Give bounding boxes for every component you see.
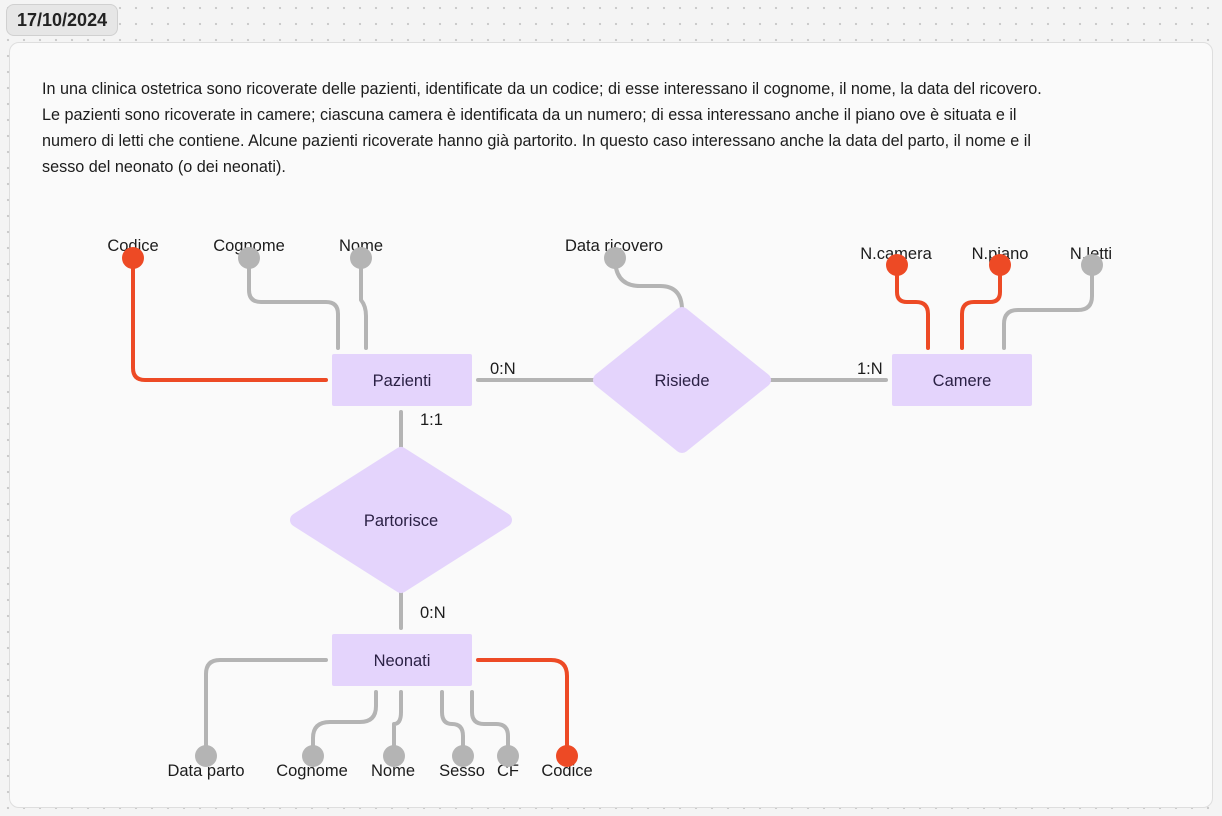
relationship-risiede-label: Risiede	[654, 372, 709, 390]
relationship-partorisce-label: Partorisce	[364, 512, 438, 530]
attribute-line-neonati-nome	[392, 690, 403, 758]
attribute-label-neonati-codice: Codice	[541, 762, 592, 780]
exercise-description: In una clinica ostetrica sono ricoverate…	[42, 80, 1042, 176]
attribute-label-pazienti-codice: Codice	[107, 237, 158, 255]
entity-neonati-label: Neonati	[374, 652, 431, 670]
attribute-dot-camere-n-piano[interactable]	[989, 254, 1011, 276]
attribute-line-neonati-cf	[470, 690, 510, 758]
attribute-dot-camere-n-camera[interactable]	[886, 254, 908, 276]
shapes	[290, 307, 1032, 686]
attribute-label-risiede-data-ricovero: Data ricovero	[565, 237, 663, 255]
entity-pazienti[interactable]	[332, 354, 472, 406]
attribute-dot-pazienti-nome[interactable]	[350, 247, 372, 269]
entity-camere-label: Camere	[933, 372, 992, 390]
entity-camere[interactable]	[892, 354, 1032, 406]
cardinality-camere-risiede: 1:N	[857, 360, 883, 378]
attribute-dot-neonati-cognome[interactable]	[302, 745, 324, 767]
attribute-label-pazienti-nome: Nome	[339, 237, 383, 255]
cardinality-pazienti-risiede: 0:N	[490, 360, 516, 378]
relationship-risiede[interactable]	[593, 307, 771, 453]
attribute-line-pazienti-cognome	[247, 256, 340, 350]
cardinality-neonati-partorisce: 0:N	[420, 604, 446, 622]
relationship-partorisce[interactable]	[290, 447, 512, 593]
entity-pazienti-label: Pazienti	[373, 372, 432, 390]
attribute-line-neonati-cognome	[311, 690, 378, 758]
attribute-label-neonati-data-parto: Data parto	[167, 762, 244, 780]
attribute-label-neonati-cf: CF	[497, 762, 519, 780]
attribute-label-neonati-sesso: Sesso	[439, 762, 485, 780]
attribute-label-neonati-cognome: Cognome	[276, 762, 348, 780]
connectors	[131, 256, 1094, 758]
attribute-label-camere-n-camera: N.camera	[860, 245, 932, 263]
attribute-dot-neonati-cf[interactable]	[497, 745, 519, 767]
date-tag: 17/10/2024	[6, 4, 119, 36]
attribute-line-pazienti-nome	[359, 256, 368, 350]
attribute-line-camere-n-letti	[1002, 263, 1094, 350]
entity-neonati[interactable]	[332, 634, 472, 686]
attribute-dot-risiede-data-ricovero[interactable]	[604, 247, 626, 269]
attribute-dot-neonati-codice[interactable]	[556, 745, 578, 767]
attribute-dot-neonati-nome[interactable]	[383, 745, 405, 767]
attribute-line-camere-n-piano	[960, 263, 1002, 350]
attribute-dot-pazienti-codice[interactable]	[122, 247, 144, 269]
attribute-dot-neonati-data-parto[interactable]	[195, 745, 217, 767]
attribute-label-neonati-nome: Nome	[371, 762, 415, 780]
attribute-line-risiede-data-ricovero	[613, 256, 684, 312]
attribute-label-camere-n-letti: N.letti	[1070, 245, 1112, 263]
attribute-line-neonati-data-parto	[204, 658, 328, 758]
attribute-dot-neonati-sesso[interactable]	[452, 745, 474, 767]
attribute-line-neonati-sesso	[440, 690, 465, 758]
attribute-line-neonati-codice	[476, 658, 569, 758]
attribute-label-pazienti-cognome: Cognome	[213, 237, 285, 255]
attribute-dot-pazienti-cognome[interactable]	[238, 247, 260, 269]
attribute-line-pazienti-codice	[131, 256, 328, 382]
attribute-line-camere-n-camera	[895, 263, 930, 350]
attribute-dot-camere-n-letti[interactable]	[1081, 254, 1103, 276]
cardinality-pazienti-partorisce: 1:1	[420, 411, 443, 429]
canvas-card	[9, 42, 1213, 808]
